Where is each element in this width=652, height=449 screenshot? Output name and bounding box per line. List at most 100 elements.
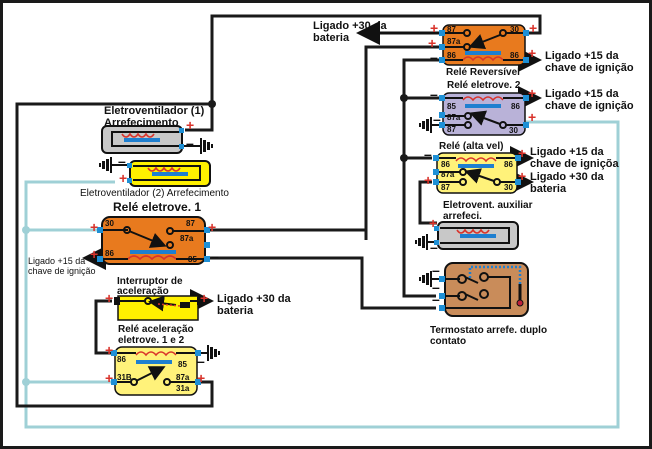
ign15-r2-line1: Ligado +15 da — [545, 88, 619, 100]
switch-label-line2: aceleração — [117, 286, 169, 297]
pin-31a: 31a — [176, 384, 190, 393]
relay-alta-vel[interactable]: 86 87a 87 86 30 — [433, 152, 521, 194]
svg-text:–: – — [432, 291, 440, 307]
svg-text:+: + — [119, 170, 127, 186]
bat30-high-label: Ligado +30 da bateria — [530, 171, 604, 195]
bat30-high-line1: Ligado +30 da — [530, 171, 604, 183]
pin-86: 86 — [511, 102, 520, 111]
svg-text:+: + — [105, 370, 113, 386]
junctions — [208, 94, 408, 162]
svg-text:–: – — [430, 86, 438, 102]
svg-text:–: – — [424, 146, 432, 162]
pin-85: 85 — [447, 102, 456, 111]
fan-1-label-line2: Arrefecimento — [104, 117, 179, 129]
pin-87a: 87a — [441, 170, 455, 179]
relay-rev-label: Relé Reversível — [446, 67, 520, 78]
ign15-r2-line2: chave de ignição — [545, 100, 634, 112]
svg-text:+: + — [208, 219, 216, 235]
relay-1[interactable]: 30 87 87a 86 85 — [97, 216, 210, 265]
ign15-rev-line2: chave de ignição — [545, 62, 634, 74]
svg-text:+: + — [200, 290, 208, 306]
main-wires — [15, 14, 542, 408]
pin-31b: 31B — [117, 373, 132, 382]
svg-text:+: + — [197, 370, 205, 386]
pin-86: 86 — [117, 355, 126, 364]
fan-1-label-line1: Eletroventilador (1) — [104, 105, 205, 117]
thermostat-label-line1: Termostato arrefe. duplo — [430, 325, 548, 336]
pin-86: 86 — [441, 160, 450, 169]
pin-87a: 87a — [447, 113, 461, 122]
svg-text:+: + — [90, 219, 98, 235]
acceleration-switch[interactable] — [114, 295, 203, 321]
ign15-r1-line2: chave de ignição — [28, 266, 96, 276]
bat30-top-line1: Ligado +30 da — [313, 20, 387, 32]
svg-text:+: + — [428, 35, 436, 51]
svg-text:+: + — [528, 85, 536, 101]
relay-accel-label: Relé aceleração eletrove. 1 e 2 — [118, 324, 194, 346]
bat30-switch-label: Ligado +30 da bateria — [217, 293, 291, 317]
svg-text:+: + — [529, 20, 537, 36]
svg-text:+: + — [518, 168, 526, 184]
fan-1-label: Eletroventilador (1) Arrefecimento — [104, 105, 204, 129]
pin-87: 87 — [186, 219, 195, 228]
relay-reversivel[interactable]: 87 87a 86 30 86 — [439, 24, 529, 66]
pin-87: 87 — [441, 183, 450, 192]
fan-auxiliar[interactable] — [415, 221, 519, 250]
ign15-rev-label: Ligado +15 da chave de ignição — [545, 50, 634, 74]
svg-text:–: – — [186, 135, 194, 151]
relay-1-label: Relé eletrove. 1 — [113, 200, 202, 214]
svg-text:+: + — [518, 145, 526, 161]
svg-text:–: – — [197, 353, 205, 369]
thermostat-label: Termostato arrefe. duplo contato — [430, 325, 547, 347]
svg-text:+: + — [105, 342, 113, 358]
svg-text:+: + — [424, 172, 432, 188]
ign15-high-label: Ligado +15 da chave de igniçõa — [530, 146, 619, 170]
svg-text:+: + — [528, 45, 536, 61]
svg-text:+: + — [528, 109, 536, 125]
svg-text:+: + — [430, 20, 438, 36]
pin-87a: 87a — [180, 234, 194, 243]
svg-text:+: + — [90, 246, 98, 262]
acceleration-relay[interactable]: 86 85 31B 87a 31a — [111, 345, 220, 396]
bat30-top-line2: bateria — [313, 32, 350, 44]
fan-1[interactable] — [101, 125, 213, 154]
svg-text:–: – — [432, 262, 440, 278]
ign15-high-line1: Ligado +15 da — [530, 146, 604, 158]
fan-2[interactable] — [99, 157, 211, 187]
svg-text:–: – — [430, 239, 438, 255]
bat30-switch-line1: Ligado +30 da — [217, 293, 291, 305]
bat30-top-label: Ligado +30 da bateria — [313, 20, 387, 44]
pin-87: 87 — [447, 25, 456, 34]
polarity-markers: + – – + + + + – + + + – + + + + – + + – … — [90, 20, 537, 386]
relay-2[interactable]: 85 86 87a 87 30 — [419, 92, 529, 136]
svg-text:–: – — [211, 248, 219, 264]
pin-30: 30 — [510, 25, 519, 34]
pin-85: 85 — [178, 360, 187, 369]
relay-accel-label-line2: eletrove. 1 e 2 — [118, 335, 185, 346]
bat30-switch-line2: bateria — [217, 305, 254, 317]
switch-label: Interruptor de aceleração — [117, 277, 183, 297]
fan-2-label: Eletroventilador (2) Arrefecimento — [80, 188, 229, 199]
svg-text:–: – — [432, 279, 440, 295]
ign15-high-line2: chave de igniçõa — [530, 158, 619, 170]
fan-aux-label-line1: Eletrovent. auxiliar — [443, 200, 533, 211]
svg-text:+: + — [105, 290, 113, 306]
switch-label-line1: Interruptor de — [117, 276, 183, 287]
pin-30: 30 — [105, 219, 114, 228]
ign15-r2-label: Ligado +15 da chave de ignição — [545, 88, 634, 112]
pin-87a: 87a — [447, 37, 461, 46]
pin-86: 86 — [447, 51, 456, 60]
svg-text:+: + — [186, 117, 194, 133]
ign15-r1-line1: Ligado +15 da — [28, 256, 86, 266]
pin-85: 85 — [188, 255, 197, 264]
ign15-r1-label: Ligado +15 da chave de ignição — [28, 256, 96, 276]
pin-30: 30 — [509, 126, 518, 135]
pin-87: 87 — [447, 125, 456, 134]
pin-87a: 87a — [176, 373, 190, 382]
thermostat[interactable] — [419, 262, 529, 317]
fan-aux-label-line2: arrefeci. — [443, 211, 482, 222]
relay-2-label: Relé eletrove. 2 — [447, 80, 521, 91]
svg-text:+: + — [429, 215, 437, 231]
